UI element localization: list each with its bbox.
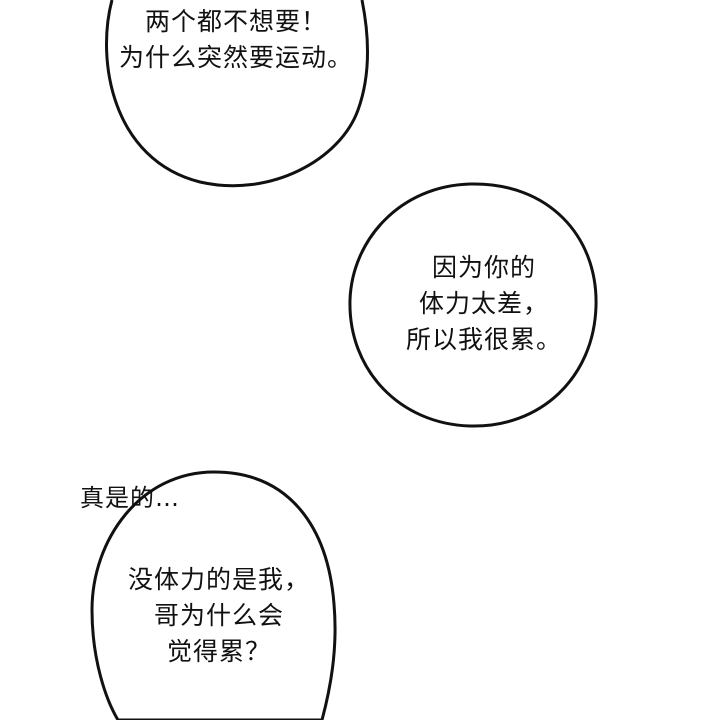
speech-bubble-3 xyxy=(90,470,337,720)
speech-bubble-2 xyxy=(348,182,598,428)
caption-text: 真是的… xyxy=(80,484,180,512)
speech-bubble-1-text: 两个都不想要！ 为什么突然要运动。 xyxy=(108,4,364,76)
bubble-3-line-3: 觉得累？ xyxy=(166,637,271,666)
bubble-2-line-2: 体力太差， xyxy=(418,289,549,318)
bubble-3-line-1: 没体力的是我， xyxy=(127,565,310,594)
bubble-1-line-1: 两个都不想要！ xyxy=(144,7,327,36)
bubble-1-line-2: 为什么突然要运动。 xyxy=(118,43,353,72)
speech-bubble-3-text: 没体力的是我， 哥为什么会 觉得累？ xyxy=(106,562,332,670)
bubble-3-line-2: 哥为什么会 xyxy=(153,601,284,630)
speech-bubble-1 xyxy=(105,0,370,188)
speech-bubble-2-text: 因为你的 体力太差， 所以我很累。 xyxy=(378,250,590,358)
bubble-2-line-3: 所以我很累。 xyxy=(405,325,562,354)
bubble-2-line-1: 因为你的 xyxy=(431,253,536,282)
